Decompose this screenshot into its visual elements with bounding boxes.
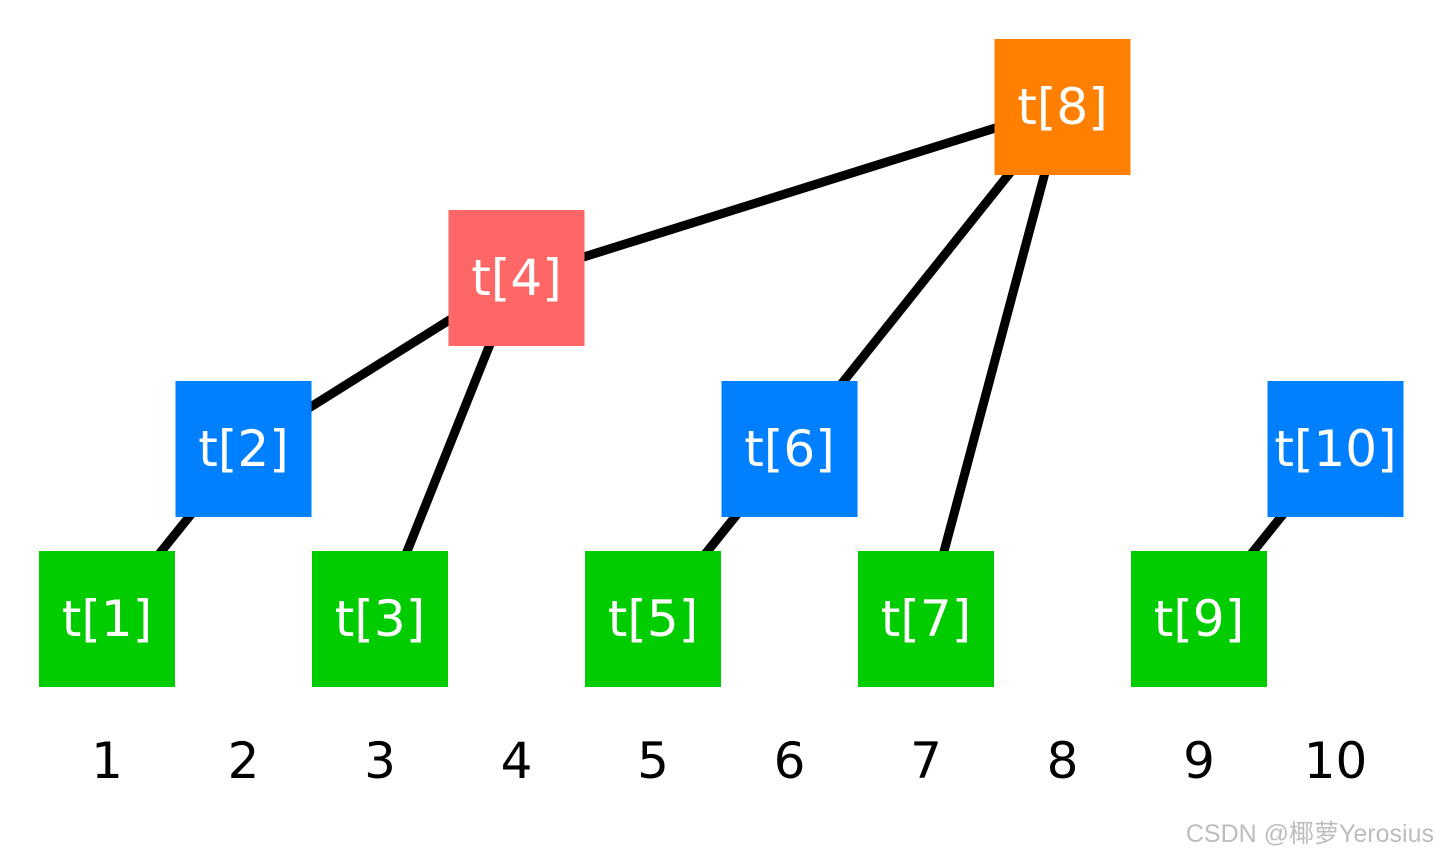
edge-t7-t8 — [921, 105, 1067, 621]
index-label-4: 4 — [501, 732, 533, 790]
node-box-t9 — [1131, 551, 1267, 687]
node-t2: t[2] — [175, 381, 312, 517]
nodes: t[1] t[2] t[3] t[4] t[5] t[6] t[7] t[8] t[9] t[10… — [39, 39, 1404, 687]
node-label-t6: t[6] — [744, 420, 834, 478]
node-t9: t[9] — [1131, 551, 1267, 687]
node-box-t8 — [994, 39, 1131, 175]
node-box-t5 — [585, 551, 721, 687]
node-box-t4 — [448, 210, 585, 346]
node-box-t6 — [721, 381, 858, 517]
node-box-t1 — [39, 551, 175, 687]
node-t4: t[4] — [448, 210, 585, 346]
node-t6: t[6] — [721, 381, 858, 517]
node-t7: t[7] — [858, 551, 994, 687]
node-label-t4: t[4] — [471, 249, 561, 307]
index-label-6: 6 — [774, 732, 806, 790]
index-label-5: 5 — [637, 732, 669, 790]
node-label-t9: t[9] — [1154, 590, 1244, 648]
edge-t4-t8 — [515, 102, 1064, 283]
node-t3: t[3] — [312, 551, 448, 687]
node-t8: t[8] — [994, 39, 1131, 175]
node-t1: t[1] — [39, 551, 175, 687]
index-label-1: 1 — [91, 732, 123, 790]
node-label-t10: t[10] — [1274, 420, 1396, 478]
node-label-t8: t[8] — [1017, 78, 1107, 136]
node-label-t3: t[3] — [335, 590, 425, 648]
index-label-8: 8 — [1047, 732, 1079, 790]
index-label-3: 3 — [364, 732, 396, 790]
index-label-9: 9 — [1183, 732, 1215, 790]
node-label-t2: t[2] — [198, 420, 288, 478]
node-box-t7 — [858, 551, 994, 687]
node-label-t5: t[5] — [608, 590, 698, 648]
node-t10: t[10] — [1267, 381, 1404, 517]
node-box-t10 — [1267, 381, 1404, 517]
node-box-t2 — [175, 381, 312, 517]
index-label-10: 10 — [1304, 732, 1368, 790]
node-label-t1: t[1] — [62, 590, 152, 648]
index-label-7: 7 — [910, 732, 942, 790]
node-box-t3 — [312, 551, 448, 687]
watermark-text: CSDN @椰萝Yerosius — [1186, 820, 1434, 848]
edges — [103, 102, 1340, 622]
index-labels: 1 2 3 4 5 6 7 8 9 10 — [91, 732, 1367, 790]
node-label-t7: t[7] — [881, 590, 971, 648]
node-t5: t[5] — [585, 551, 721, 687]
index-label-2: 2 — [228, 732, 260, 790]
